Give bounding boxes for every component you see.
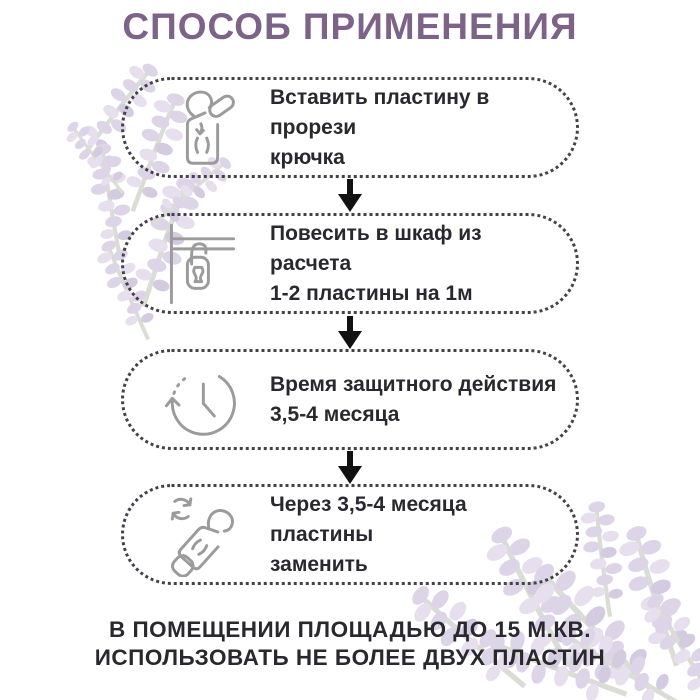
down-arrow-icon [335,179,365,213]
down-arrow-icon [335,316,365,350]
clock-duration-icon [156,356,244,444]
step-1-line-1: Вставить пластину в прорези [270,85,490,139]
step-4-line-2: заменить [270,552,368,576]
step-3-line-1: Время защитного действия [270,372,557,396]
step-text-4: Через 3,5-4 месяца пластины заменить [270,490,558,580]
step-box-4: Через 3,5-4 месяца пластины заменить [121,484,579,585]
down-arrow-icon [335,451,365,485]
step-text-3: Время защитного действия 3,5-4 месяца [270,370,556,430]
footer-line-1: В ПОМЕЩЕНИИ ПЛОЩАДЬЮ ДО 15 М.КВ. [108,617,592,642]
hanger-hook-insert-icon [156,84,244,172]
step-box-3: Время защитного действия 3,5-4 месяца [121,349,579,450]
footer-line-2: ИСПОЛЬЗОВАТЬ НЕ БОЛЕЕ ДВУХ ПЛАСТИН [94,645,606,670]
step-text-1: Вставить пластину в прорези крючка [270,83,558,173]
step-text-2: Повесить в шкаф из расчета 1-2 пластины … [270,219,558,309]
step-2-line-1: Повесить в шкаф из расчета [270,221,482,275]
step-1-line-2: крючка [270,145,345,169]
replace-plate-icon [156,491,244,579]
footer-note: В ПОМЕЩЕНИИ ПЛОЩАДЬЮ ДО 15 М.КВ. ИСПОЛЬЗ… [0,616,700,672]
step-4-line-1: Через 3,5-4 месяца пластины [270,492,467,546]
step-3-line-2: 3,5-4 месяца [270,402,400,426]
step-2-line-2: 1-2 пластины на 1м [270,281,473,305]
step-box-2: Повесить в шкаф из расчета 1-2 пластины … [121,213,579,314]
step-box-1: Вставить пластину в прорези крючка [121,77,579,178]
wardrobe-rail-hanger-icon [156,220,244,308]
page-title: СПОСОБ ПРИМЕНЕНИЯ [122,6,578,47]
